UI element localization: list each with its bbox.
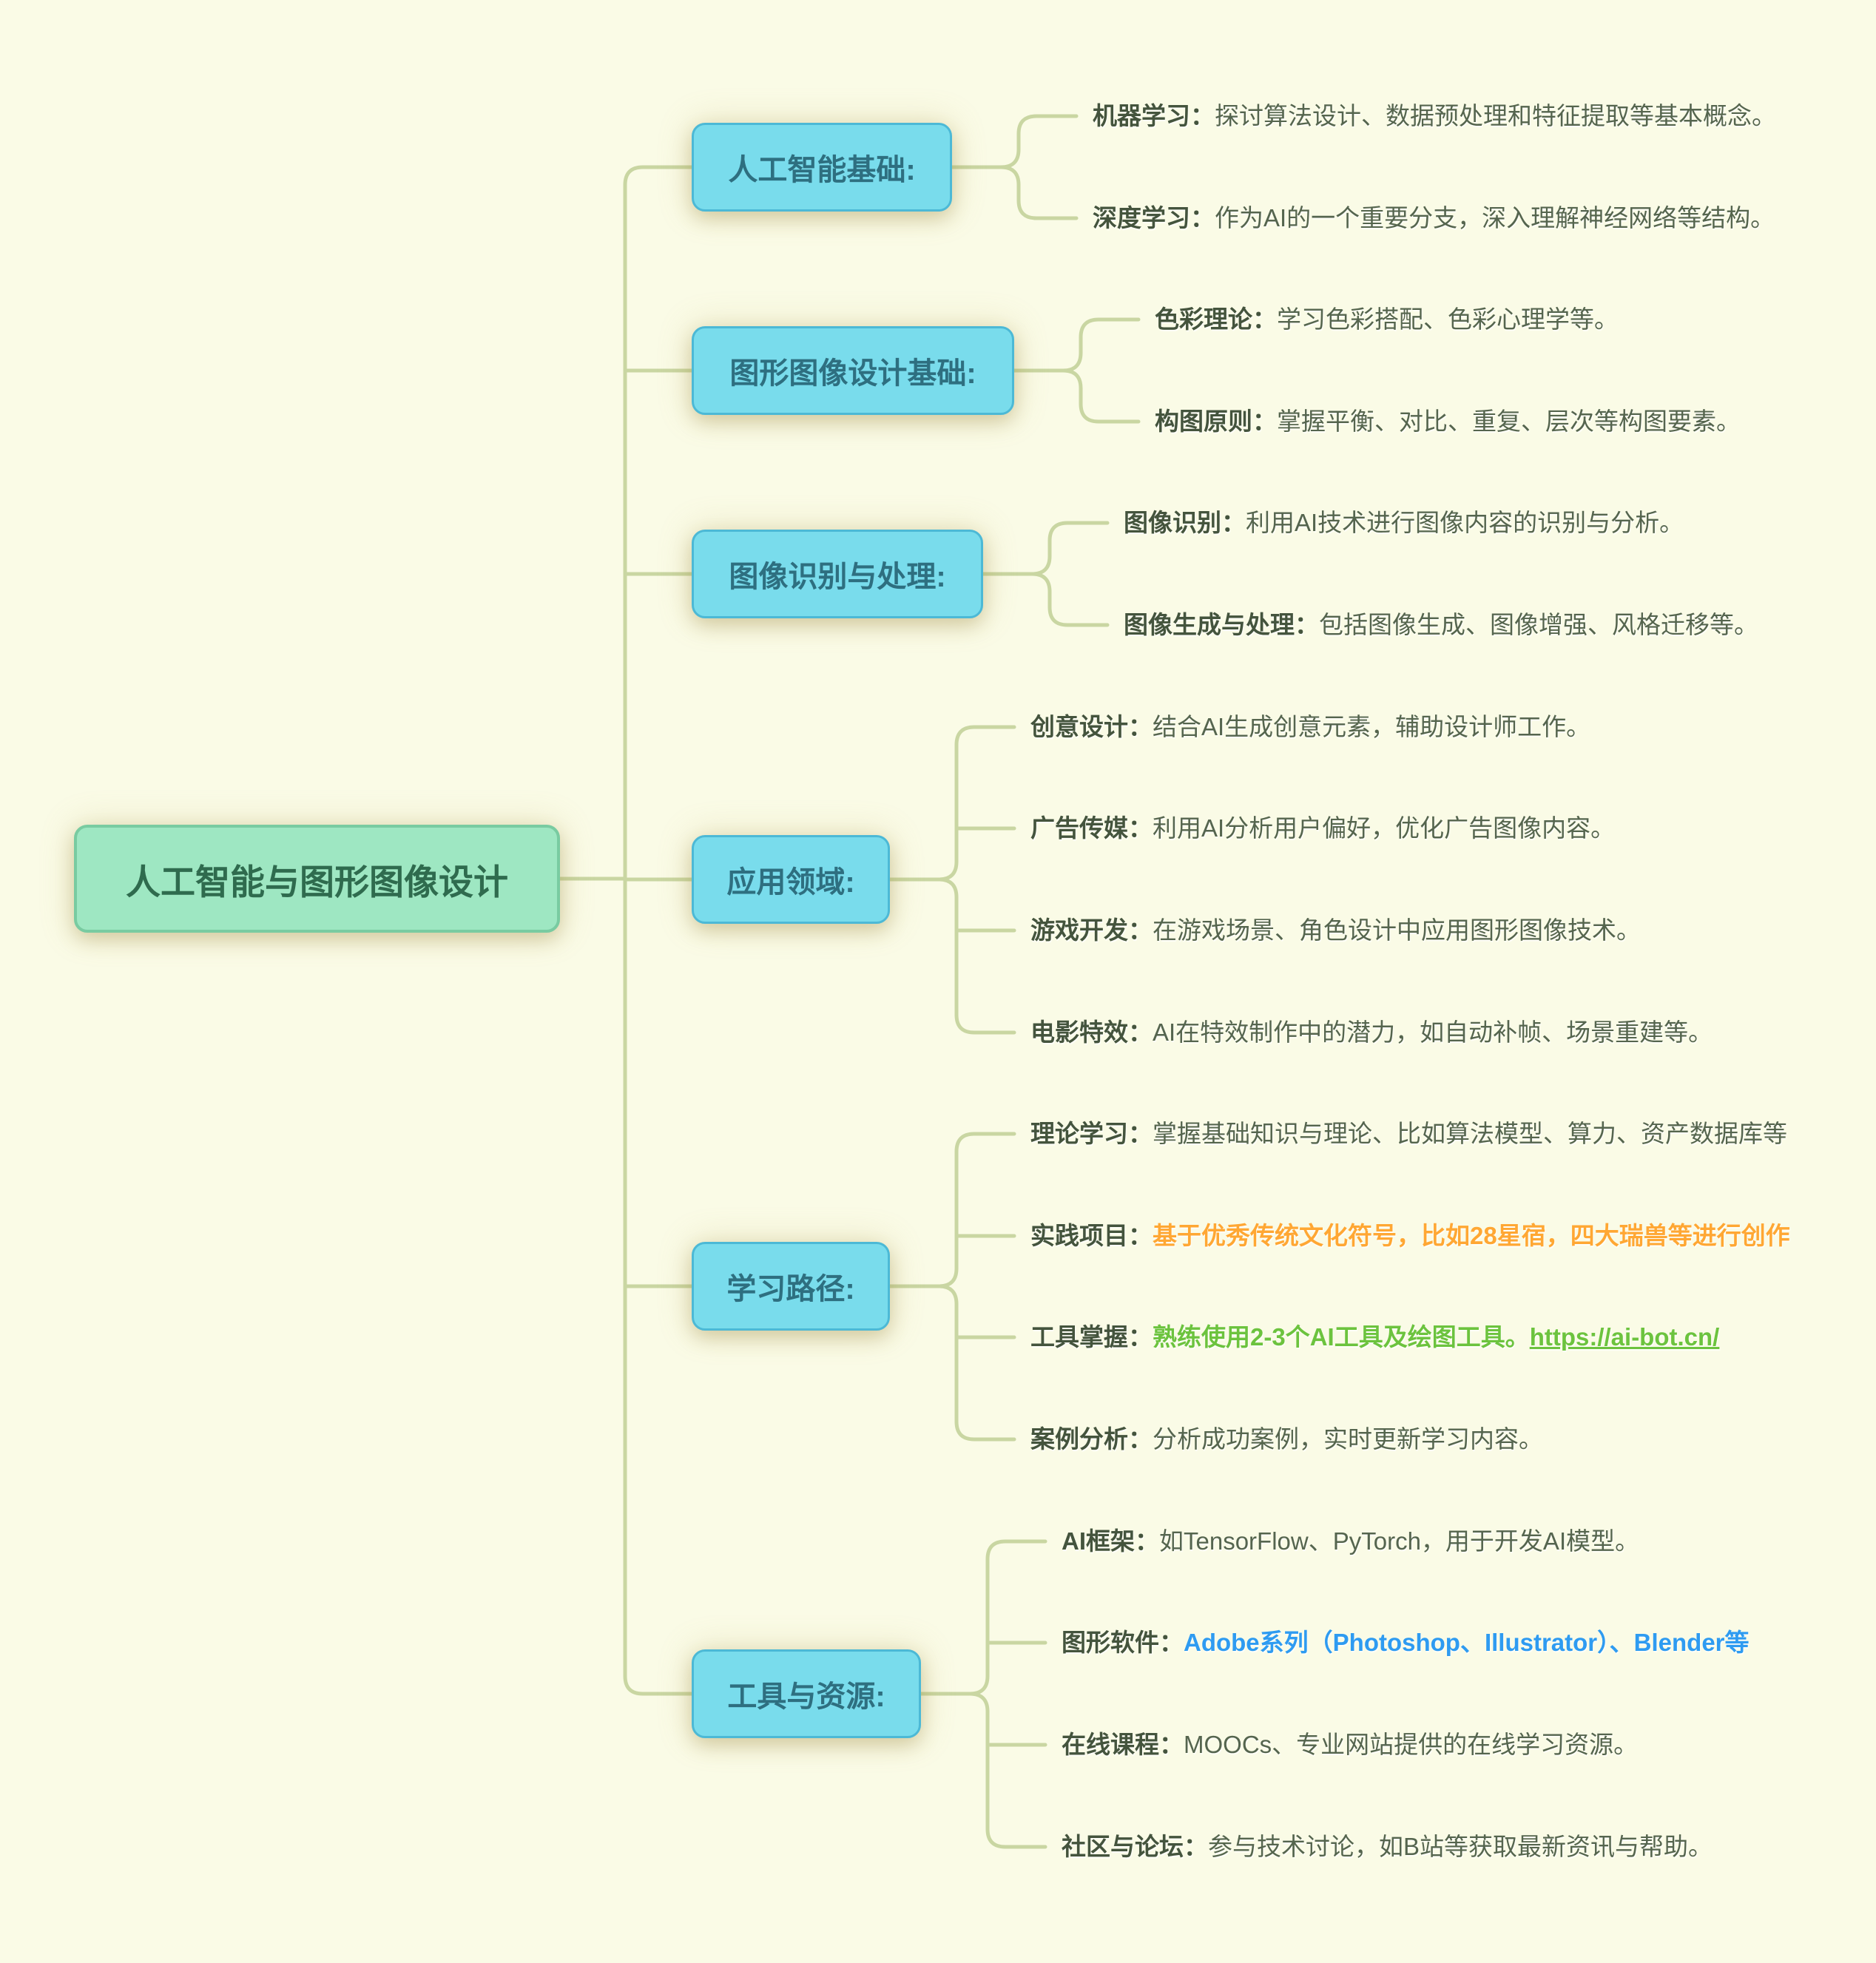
leaf-label: 广告传媒： [1030,814,1153,842]
leaf-label: 构图原则： [1155,408,1277,435]
leaf-desc: 作为AI的一个重要分支，深入理解神经网络等结构。 [1215,204,1775,232]
connector-b5-down [937,1284,1016,1442]
leaf-image-generation[interactable]: 图像生成与处理：包括图像生成、图像增强、风格迁移等。 [1124,606,1758,644]
leaf-label: 电影特效： [1030,1018,1153,1046]
leaf-label: AI框架： [1062,1527,1159,1555]
branch-node-label: 图形图像设计基础: [729,357,976,390]
leaf-label: 图像生成与处理： [1124,611,1319,638]
leaf-label: 实践项目： [1030,1222,1153,1249]
leaf-desc-highlight-orange: 基于优秀传统文化符号，比如28星宿，四大瑞兽等进行创作 [1153,1222,1790,1249]
leaf-desc: 分析成功案例，实时更新学习内容。 [1153,1425,1543,1453]
branch-node-image-recognition[interactable]: 图像识别与处理: [692,530,983,618]
leaf-label: 机器学习： [1093,102,1215,129]
leaf-desc: 学习色彩搭配、色彩心理学等。 [1277,305,1619,333]
leaf-desc: 掌握基础知识与理论、比如算法模型、算力、资产数据库等 [1153,1120,1787,1147]
connector-b3-down [1030,572,1110,627]
leaf-label: 在线课程： [1062,1731,1184,1758]
leaf-label: 色彩理论： [1155,305,1277,333]
leaf-desc: 在游戏场景、角色设计中应用图形图像技术。 [1153,916,1641,944]
leaf-practice-project[interactable]: 实践项目：基于优秀传统文化符号，比如28星宿，四大瑞兽等进行创作 [1030,1217,1790,1255]
leaf-case-analysis[interactable]: 案例分析：分析成功案例，实时更新学习内容。 [1030,1420,1543,1459]
leaf-community-forums[interactable]: 社区与论坛：参与技术讨论，如B站等获取最新资讯与帮助。 [1062,1828,1713,1866]
leaf-deep-learning[interactable]: 深度学习：作为AI的一个重要分支，深入理解神经网络等结构。 [1093,199,1775,237]
branch-node-label: 图像识别与处理: [729,561,946,593]
leaf-label: 社区与论坛： [1062,1833,1208,1860]
leaf-label: 理论学习： [1030,1120,1153,1147]
leaf-label: 图形软件： [1062,1629,1184,1656]
connector-b1-up [999,114,1079,169]
leaf-label: 深度学习： [1093,204,1215,232]
leaf-creative-design[interactable]: 创意设计：结合AI生成创意元素，辅助设计师工作。 [1030,708,1590,746]
branch-node-label: 学习路径: [726,1273,855,1305]
leaf-label: 工具掌握： [1030,1323,1153,1351]
leaf-advertising-media[interactable]: 广告传媒：利用AI分析用户偏好，优化广告图像内容。 [1030,809,1615,848]
leaf-label: 创意设计： [1030,713,1153,740]
connector-b2-down [1061,368,1141,424]
leaf-graphics-software[interactable]: 图形软件：Adobe系列（Photoshop、Illustrator）、Blen… [1062,1624,1750,1662]
connector-b4-up [937,725,1016,882]
leaf-theory-learning[interactable]: 理论学习：掌握基础知识与理论、比如算法模型、算力、资产数据库等 [1030,1115,1787,1153]
leaf-desc: 探讨算法设计、数据预处理和特征提取等基本概念。 [1215,102,1776,129]
leaf-ai-frameworks[interactable]: AI框架：如TensorFlow、PyTorch，用于开发AI模型。 [1062,1522,1639,1561]
leaf-image-recognition[interactable]: 图像识别：利用AI技术进行图像内容的识别与分析。 [1124,504,1684,542]
branch-node-tools-resources[interactable]: 工具与资源: [692,1649,921,1738]
branch-node-label: 应用领域: [726,866,855,899]
connector-trunk [623,165,694,1696]
leaf-desc: MOOCs、专业网站提供的在线学习资源。 [1184,1731,1639,1758]
leaf-tool-mastery[interactable]: 工具掌握：熟练使用2-3个AI工具及绘图工具。https://ai-bot.cn… [1030,1318,1719,1356]
leaf-game-development[interactable]: 游戏开发：在游戏场景、角色设计中应用图形图像技术。 [1030,911,1641,950]
branch-node-learning-path[interactable]: 学习路径: [692,1242,890,1331]
connector-b2-up [1061,317,1141,373]
root-node-label: 人工智能与图形图像设计 [126,862,508,902]
branch-node-label: 人工智能基础: [728,154,916,186]
connector-b6-down [968,1692,1047,1849]
leaf-desc: 利用AI分析用户偏好，优化广告图像内容。 [1153,814,1616,842]
leaf-label: 游戏开发： [1030,916,1153,944]
branch-node-label: 工具与资源: [727,1680,885,1713]
branch-node-design-basics[interactable]: 图形图像设计基础: [692,326,1014,415]
leaf-desc: 参与技术讨论，如B站等获取最新资讯与帮助。 [1208,1833,1713,1860]
root-node[interactable]: 人工智能与图形图像设计 [74,825,560,933]
leaf-desc-highlight-green: 熟练使用2-3个AI工具及绘图工具。 [1153,1323,1530,1351]
leaf-desc: 利用AI技术进行图像内容的识别与分析。 [1246,509,1684,536]
leaf-machine-learning[interactable]: 机器学习：探讨算法设计、数据预处理和特征提取等基本概念。 [1093,97,1776,135]
leaf-desc: 掌握平衡、对比、重复、层次等构图要素。 [1277,408,1741,435]
leaf-online-courses[interactable]: 在线课程：MOOCs、专业网站提供的在线学习资源。 [1062,1726,1638,1764]
leaf-desc: AI在特效制作中的潜力，如自动补帧、场景重建等。 [1153,1018,1713,1046]
connector-b5-up [937,1132,1016,1288]
leaf-desc: 结合AI生成创意元素，辅助设计师工作。 [1153,713,1591,740]
leaf-composition-principles[interactable]: 构图原则：掌握平衡、对比、重复、层次等构图要素。 [1155,402,1741,441]
leaf-color-theory[interactable]: 色彩理论：学习色彩搭配、色彩心理学等。 [1155,300,1619,339]
branch-node-ai-basics[interactable]: 人工智能基础: [692,123,952,212]
leaf-label: 图像识别： [1124,509,1246,536]
leaf-film-vfx[interactable]: 电影特效：AI在特效制作中的潜力，如自动补帧、场景重建等。 [1030,1013,1713,1052]
branch-node-application-fields[interactable]: 应用领域: [692,835,890,924]
connector-b1-down [999,165,1079,220]
leaf-desc-highlight-blue: Adobe系列（Photoshop、Illustrator）、Blender等 [1184,1629,1750,1656]
leaf-label: 案例分析： [1030,1425,1153,1453]
connector-b4-down [937,877,1016,1035]
leaf-desc: 如TensorFlow、PyTorch，用于开发AI模型。 [1159,1527,1640,1555]
connector-b3-up [1030,521,1110,576]
ai-bot-link[interactable]: https://ai-bot.cn/ [1529,1323,1720,1351]
leaf-desc: 包括图像生成、图像增强、风格迁移等。 [1319,611,1758,638]
connector-b6-up [968,1539,1047,1696]
